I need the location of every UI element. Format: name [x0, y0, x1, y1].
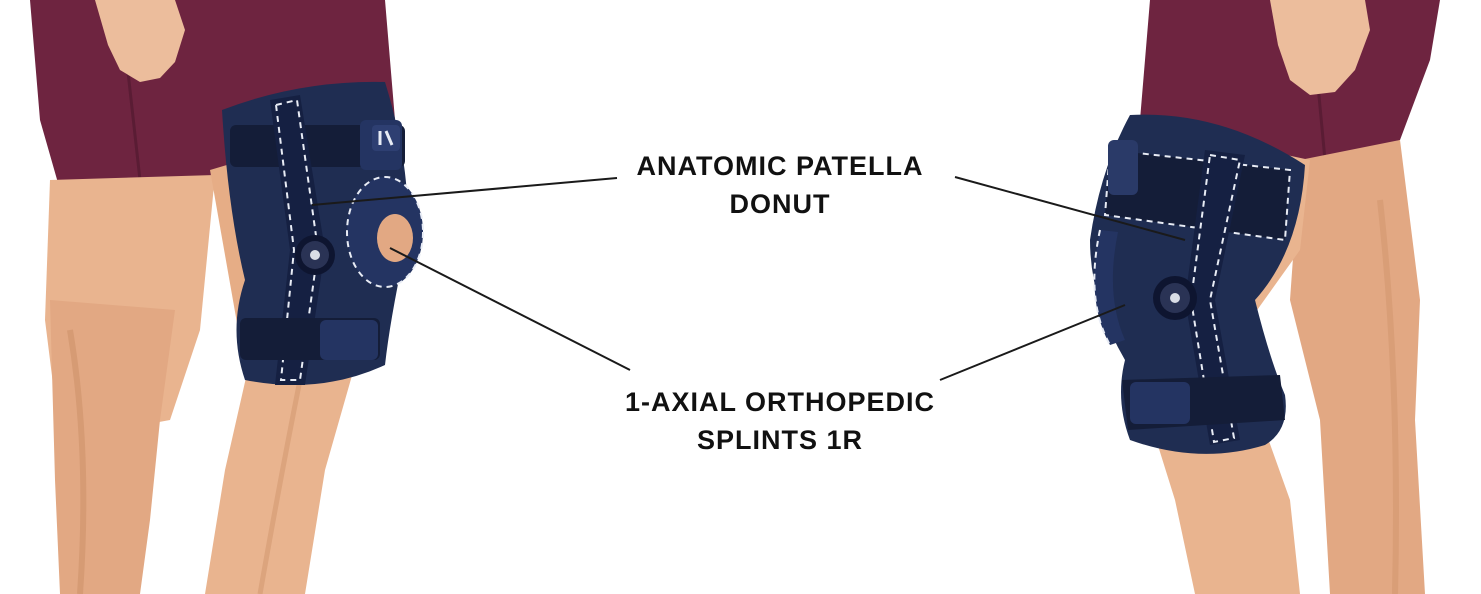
right-front-shin: [1150, 420, 1300, 594]
left-splint: [270, 95, 325, 385]
right-leg-figure: [1090, 0, 1440, 594]
brace-logo-icon: [372, 125, 400, 151]
left-knee-brace: [222, 81, 424, 385]
left-leg-figure: [30, 0, 424, 594]
patella-label-line-2: DONUT: [729, 189, 831, 219]
right-knee-brace: [1090, 114, 1305, 454]
left-back-leg: [50, 300, 175, 594]
leader-patella-left: [311, 177, 618, 206]
right-patella-donut: [1094, 230, 1125, 345]
leader-lines: [311, 176, 1186, 381]
patella-label-line-1: ANATOMIC PATELLA: [636, 151, 924, 181]
splints-label: 1-AXIAL ORTHOPEDIC SPLINTS 1R: [560, 383, 1000, 459]
right-back-leg: [1290, 140, 1425, 594]
leader-splints-right: [939, 304, 1126, 381]
left-hand: [95, 0, 185, 82]
leader-patella-right: [954, 176, 1186, 241]
right-hand: [1270, 0, 1370, 95]
splints-label-line-2: SPLINTS 1R: [696, 425, 864, 455]
splints-label-line-1: 1-AXIAL ORTHOPEDIC: [624, 387, 936, 417]
leader-splints-left: [389, 247, 631, 371]
patella-donut-label: ANATOMIC PATELLA DONUT: [560, 147, 1000, 223]
